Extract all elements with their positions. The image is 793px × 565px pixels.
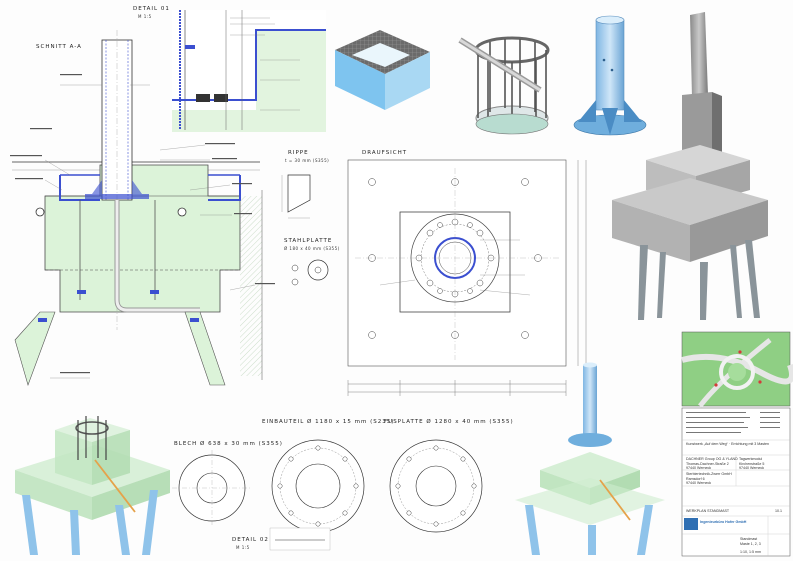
- iso-foundation-box: [335, 30, 430, 110]
- iso-foundation-left: [15, 416, 170, 555]
- steel-plate-spec: Ø 180 x 40 mm (S355): [284, 246, 340, 251]
- section-aa-title: SCHNITT A-A: [36, 44, 82, 50]
- tb-drawing-title: Standmast: [740, 537, 758, 541]
- tb-sheet-no: 10.1: [775, 509, 782, 513]
- tb-project: Kunstwerk „Auf dem Weg“ · Errichtung mit…: [686, 442, 770, 446]
- tb-scale: 1:10, 1:5 mm: [740, 550, 761, 554]
- iso-anchor-cage: [458, 36, 550, 135]
- sheet-metal-title: BLECH Ø 638 x 30 mm (S355): [174, 441, 283, 447]
- insert-title: EINBAUTEIL Ø 1180 x 15 mm (S235): [262, 419, 395, 425]
- iso-column-render: [612, 12, 768, 320]
- detail-02-title: DETAIL 02: [232, 537, 269, 543]
- detail-01: [172, 10, 326, 132]
- detail-02: [269, 527, 331, 551]
- tb-client-city: 97440 Werneck: [686, 466, 712, 470]
- insert-part: [271, 439, 365, 533]
- tb-architect-address: Ramsdorf 6: [686, 477, 705, 481]
- steel-plate-title: STAHLPLATTE: [284, 238, 333, 244]
- site-map: [681, 331, 793, 408]
- tb-planner: Tagwerkmodul: [739, 457, 763, 461]
- section-aa: [10, 30, 275, 386]
- iso-mast-right: [515, 362, 665, 555]
- title-block-frame: [681, 407, 791, 557]
- rib-spec: t = 30 mm (S355): [285, 158, 330, 163]
- rib-title: RIPPE: [288, 150, 309, 156]
- detail-01-title: DETAIL 01: [133, 6, 170, 12]
- base-plate-title: FUSPLATTE Ø 1280 x 40 mm (S355): [384, 419, 514, 425]
- tb-planner-city: 97440 Werneck: [739, 466, 765, 470]
- detail-01-scale: M 1:5: [138, 14, 152, 19]
- detail-02-scale: M 1:5: [236, 545, 250, 550]
- plan-view: [347, 159, 587, 396]
- sheet-metal-plate: [172, 450, 252, 526]
- plan-view-title: DRAUFSICHT: [362, 150, 408, 156]
- tb-company: Ingenieurbüro Hofer GmbH: [700, 520, 747, 524]
- tb-architect: Sterbiertechnik-Zwerr GmbH: [686, 472, 732, 476]
- tb-client-address: Thomas-Dachner-Straße 2: [686, 462, 729, 466]
- iso-mast-flange: [573, 15, 647, 136]
- base-plate: [389, 439, 483, 533]
- tb-drawing-sub: Maste 1, 2, 3: [740, 542, 761, 546]
- rib-detail: [281, 174, 311, 219]
- tb-stamp-title: WERKPLAN STANDMAST: [686, 509, 730, 513]
- tb-client: DACHNER Group OG & YLAND: [686, 457, 738, 461]
- tb-planner-address: Kirchenstraße 5: [739, 462, 765, 466]
- tb-architect-city: 97440 Werneck: [686, 481, 712, 485]
- steel-plate-detail: [291, 259, 329, 286]
